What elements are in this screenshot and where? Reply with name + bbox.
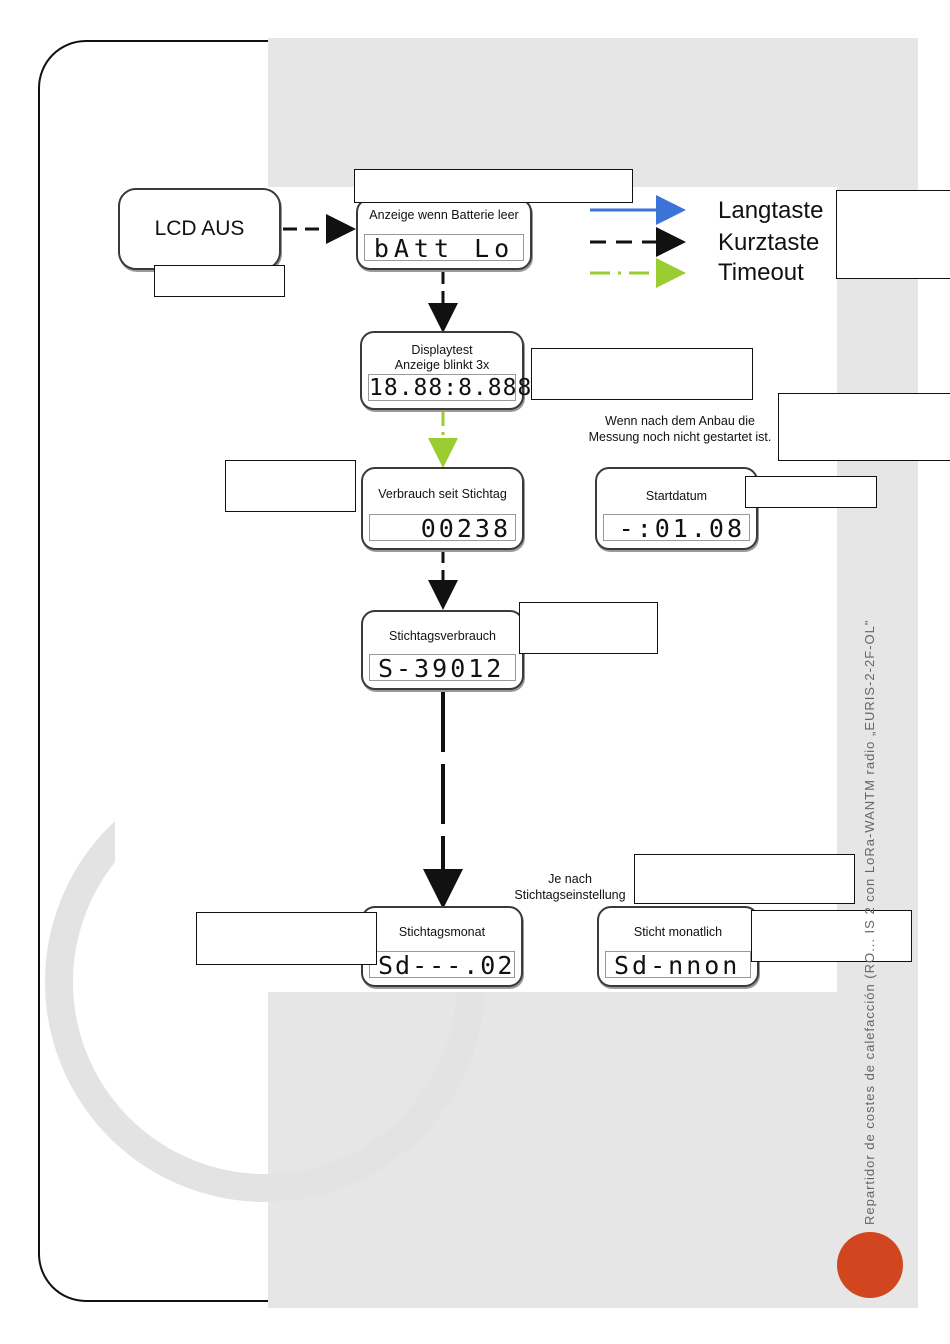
legend-timeout-label: Timeout [718,259,804,286]
node-battery-label: Anzeige wenn Batterie leer [369,208,519,222]
note-je-nach-line1: Je nach [548,872,592,886]
blank-box [745,476,877,508]
blank-box [354,169,633,203]
note-je-nach-line2: Stichtagseinstellung [514,888,626,902]
lcd-startdatum-display: -:01.08 [603,514,750,542]
node-lcd-aus: LCD AUS [118,188,281,270]
node-stichtagsverbrauch: Stichtagsverbrauch S-39012 [361,610,524,690]
lcd-verbrauch-display: 00238 [369,514,516,542]
lcd-stichtagsverbrauch-display: S-39012 [369,654,516,682]
node-startdatum: Startdatum -:01.08 [595,467,758,550]
blank-box [154,265,285,297]
node-battery-low: Anzeige wenn Batterie leer bAtt Lo [356,198,532,270]
node-stichtagsmonat-label: Stichtagsmonat [398,925,486,939]
node-displaytest-subtitle: Anzeige blinkt 3x [394,358,490,372]
note-anbau: Wenn nach dem Anbau die Messung noch nic… [588,414,772,444]
blank-box [778,393,950,461]
node-displaytest: Displaytest Anzeige blinkt 3x 18.88:8.88… [360,331,533,410]
node-verbrauch: Verbrauch seit Stichtag 00238 [361,467,524,550]
legend-kurz-label: Kurztaste [718,229,820,256]
node-sticht-monatlich: Sticht monatlich Sd-nnon [597,906,759,987]
lcd-displaytest-display: 18.88:8.888 [368,374,533,401]
lcd-sticht-monatlich-display: Sd-nnon [605,951,751,979]
blank-box [634,854,855,904]
lcd-battery-display: bAtt Lo [364,234,524,262]
blank-box [196,912,377,965]
node-sticht-monatlich-label: Sticht monatlich [633,925,723,939]
node-verbrauch-label: Verbrauch seit Stichtag [378,487,507,501]
blank-box [519,602,658,654]
blank-box [751,910,912,962]
node-displaytest-title: Displaytest [411,343,473,357]
note-je-nach: Je nach Stichtagseinstellung [500,871,640,903]
blank-box [225,460,356,512]
lcd-stichtagsmonat-display: Sd---.02 [369,951,515,979]
side-caption: Repartidor de costes de calefacción (RO.… [862,619,877,1225]
blank-box [531,348,753,400]
node-stichtagsmonat: Stichtagsmonat Sd---.02 [361,906,523,987]
node-stichtagsverbrauch-label: Stichtagsverbrauch [388,629,496,643]
blank-box [836,190,950,279]
page-accent-dot [837,1232,903,1298]
node-startdatum-label: Startdatum [645,489,708,503]
legend-lang-label: Langtaste [718,197,824,224]
